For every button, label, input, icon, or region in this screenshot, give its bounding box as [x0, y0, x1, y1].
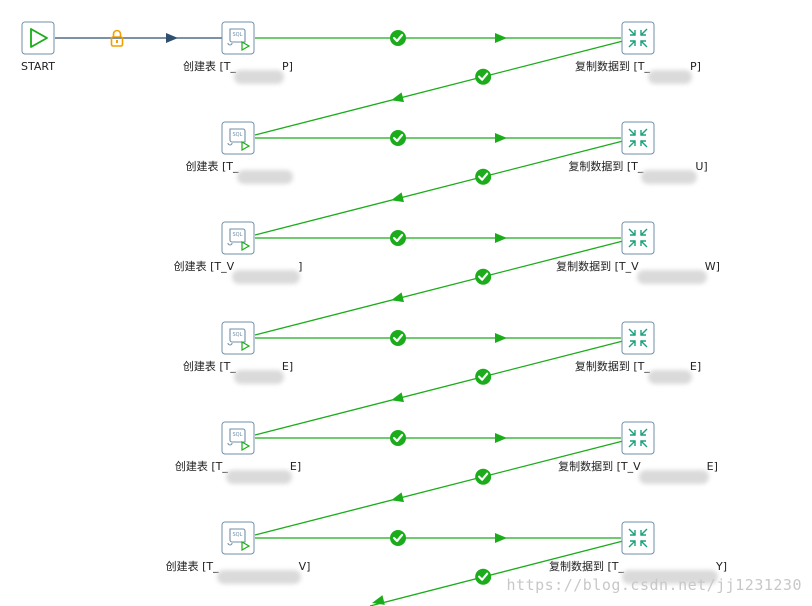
- create-table-label: 创建表 [T_V]: [165, 560, 311, 573]
- flow-arrow: [495, 33, 507, 43]
- copy-data-node[interactable]: [621, 321, 655, 355]
- copy-data-label: 复制数据到 [T_P]: [575, 60, 701, 73]
- redaction-blur: [236, 170, 293, 184]
- create-table-label: 创建表 [T_: [185, 160, 239, 173]
- redaction-blur: [225, 470, 292, 484]
- ok-badge[interactable]: [390, 130, 406, 146]
- create-table-label: 创建表 [T_E]: [182, 360, 294, 373]
- back-link: [254, 440, 624, 536]
- redaction-blur: [647, 370, 692, 384]
- play-triangle-icon: [30, 28, 48, 48]
- compress-arrows-icon: [628, 228, 648, 248]
- flow-arrow: [495, 333, 507, 343]
- compress-arrows-icon: [628, 28, 648, 48]
- ok-badge[interactable]: [475, 168, 492, 185]
- ok-badge[interactable]: [475, 68, 492, 85]
- sql-script-icon: SQL: [227, 28, 251, 52]
- flow-arrow: [495, 433, 507, 443]
- ok-badge[interactable]: [390, 230, 406, 246]
- create-table-node[interactable]: SQL: [221, 221, 255, 255]
- back-arrow: [391, 392, 405, 403]
- redaction-blur: [216, 570, 301, 584]
- flow-arrow: [495, 133, 507, 143]
- start-label: START: [21, 60, 55, 73]
- copy-data-node[interactable]: [621, 521, 655, 555]
- back-arrow: [391, 92, 405, 103]
- sql-script-icon: SQL: [227, 428, 251, 452]
- redaction-blur: [636, 270, 707, 284]
- copy-data-label: 复制数据到 [T_E]: [574, 360, 702, 373]
- flow-arrow: [495, 233, 507, 243]
- start-link-arrow: [166, 33, 178, 43]
- svg-text:SQL: SQL: [233, 332, 243, 338]
- ok-badge[interactable]: [390, 430, 406, 446]
- redaction-blur: [232, 270, 301, 284]
- compress-arrows-icon: [628, 528, 648, 548]
- copy-data-label: 复制数据到 [T_Y]: [548, 560, 728, 573]
- create-table-node[interactable]: SQL: [221, 321, 255, 355]
- ok-badge[interactable]: [475, 368, 492, 385]
- copy-data-label: 复制数据到 [T_U]: [568, 160, 708, 173]
- back-link: [369, 540, 624, 606]
- sql-script-icon: SQL: [227, 228, 251, 252]
- create-table-node[interactable]: SQL: [221, 421, 255, 455]
- svg-text:SQL: SQL: [233, 532, 243, 538]
- ok-badge[interactable]: [475, 468, 492, 485]
- ok-badge[interactable]: [475, 268, 492, 285]
- copy-data-node[interactable]: [621, 121, 655, 155]
- watermark: https://blog.csdn.net/jj1231230: [506, 576, 802, 594]
- redaction-blur: [638, 470, 709, 484]
- copy-data-node[interactable]: [621, 221, 655, 255]
- back-link: [254, 140, 624, 236]
- back-arrow: [391, 292, 405, 303]
- flow-arrow: [495, 533, 507, 543]
- redaction-blur: [234, 70, 285, 84]
- ok-badge[interactable]: [390, 530, 406, 546]
- sql-script-icon: SQL: [227, 528, 251, 552]
- create-table-node[interactable]: SQL: [221, 121, 255, 155]
- start-node[interactable]: [21, 21, 55, 55]
- create-table-node[interactable]: SQL: [221, 21, 255, 55]
- svg-text:SQL: SQL: [233, 232, 243, 238]
- create-table-label: 创建表 [T_P]: [183, 60, 293, 73]
- redaction-blur: [622, 570, 718, 584]
- back-arrow: [372, 595, 385, 605]
- redaction-blur: [648, 70, 693, 84]
- ok-badge[interactable]: [475, 568, 492, 585]
- back-link: [254, 40, 624, 136]
- back-arrow: [391, 192, 405, 203]
- svg-text:SQL: SQL: [233, 132, 243, 138]
- svg-text:SQL: SQL: [233, 32, 243, 38]
- back-link: [254, 340, 624, 436]
- ok-badge[interactable]: [390, 330, 406, 346]
- create-table-label: 创建表 [T_E]: [174, 460, 302, 473]
- compress-arrows-icon: [628, 428, 648, 448]
- copy-data-node[interactable]: [621, 421, 655, 455]
- copy-data-node[interactable]: [621, 21, 655, 55]
- padlock-icon: [110, 29, 124, 47]
- create-table-node[interactable]: SQL: [221, 521, 255, 555]
- redaction-blur: [641, 170, 698, 184]
- compress-arrows-icon: [628, 128, 648, 148]
- back-link: [254, 240, 624, 336]
- svg-text:SQL: SQL: [233, 432, 243, 438]
- sql-script-icon: SQL: [227, 128, 251, 152]
- redaction-blur: [233, 370, 284, 384]
- sql-script-icon: SQL: [227, 328, 251, 352]
- back-arrow: [391, 492, 405, 503]
- ok-badge[interactable]: [390, 30, 406, 46]
- create-table-label: 创建表 [T_V]: [173, 260, 303, 273]
- compress-arrows-icon: [628, 328, 648, 348]
